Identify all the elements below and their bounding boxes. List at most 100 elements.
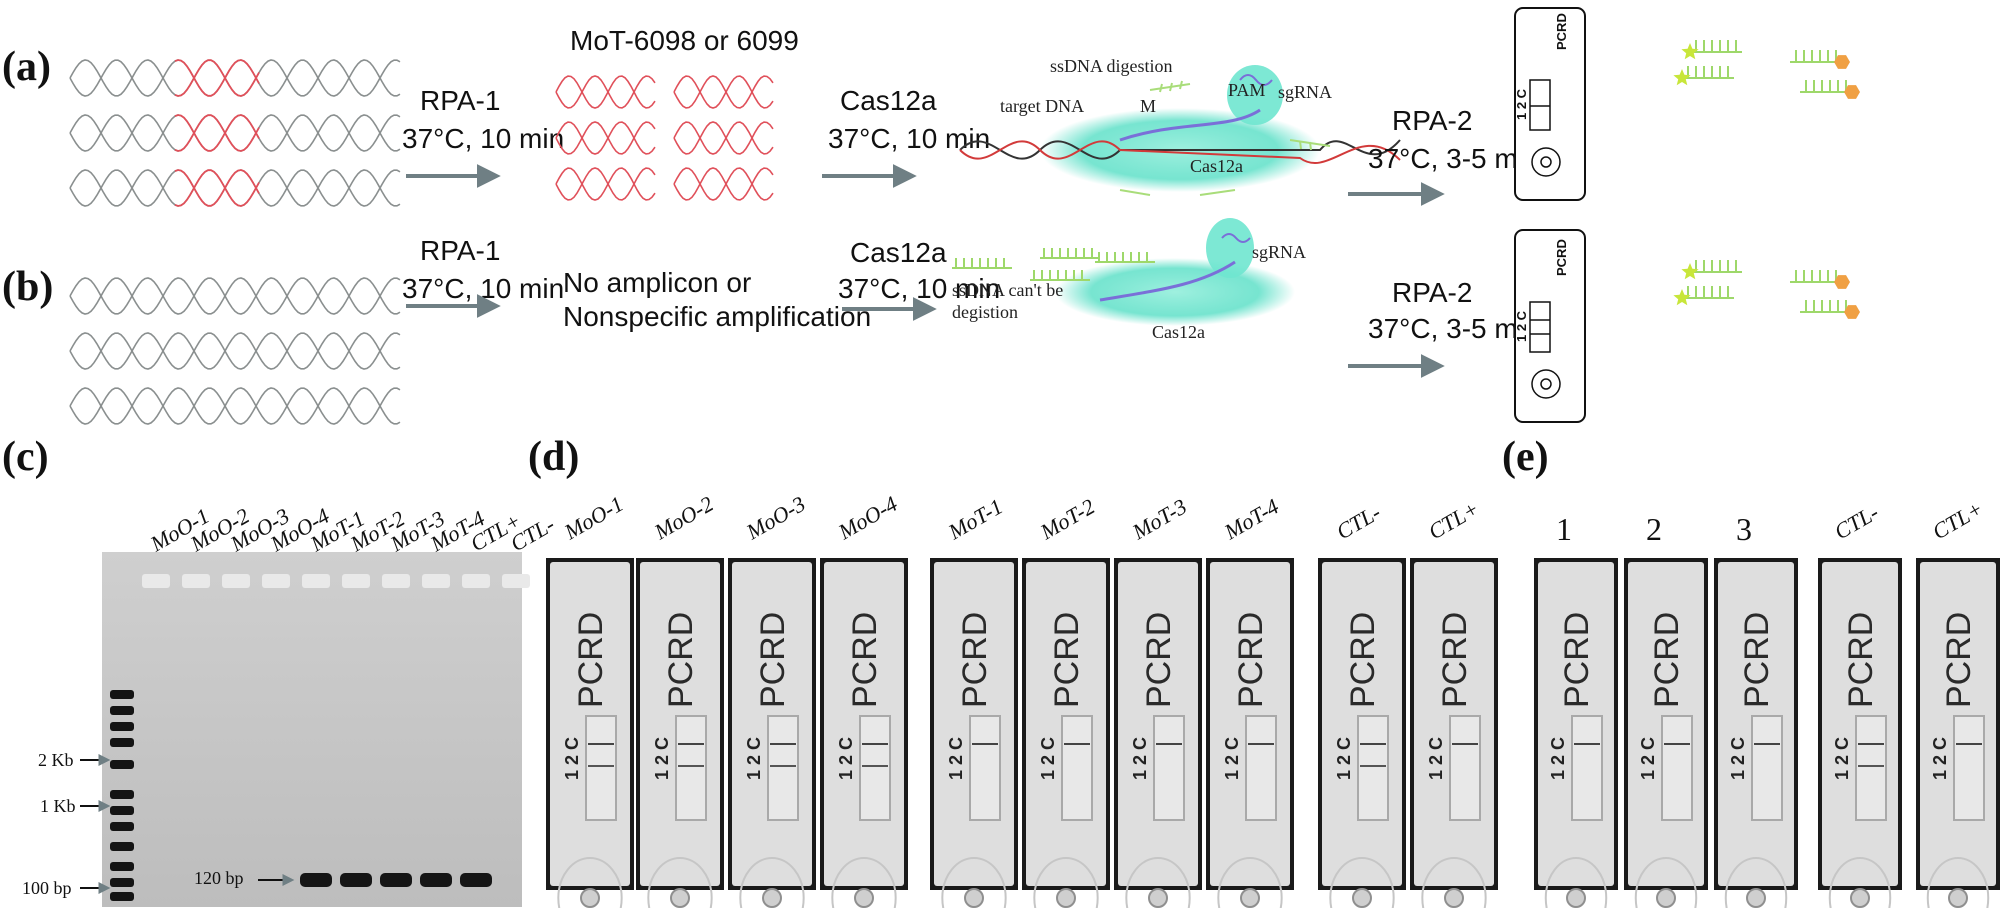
strip-sample-pad xyxy=(1421,857,1487,908)
panel-a-target-dna-label: target DNA xyxy=(1000,96,1084,116)
gel-well xyxy=(422,574,450,588)
amplicon-strand xyxy=(555,75,656,109)
amplicon-strand xyxy=(555,121,656,155)
strip-window xyxy=(1245,715,1277,821)
panel-a-sgrna-strand xyxy=(1119,108,1261,142)
strip-sample-pad xyxy=(739,857,805,908)
gel-band xyxy=(380,873,412,887)
strip-line-labels: 1 2 C xyxy=(1038,737,1058,780)
strip-sample-well xyxy=(580,888,600,908)
amplicon-strand xyxy=(673,121,774,155)
strip-window xyxy=(1357,715,1389,821)
gel-band xyxy=(460,873,492,887)
panel-c-label: (c) xyxy=(2,434,49,480)
panel-b-mini-strip: PCRD 1 2 C xyxy=(1514,229,1586,423)
strip-sample-well xyxy=(1656,888,1676,908)
gel-band xyxy=(300,873,332,887)
ladder-band xyxy=(110,690,134,699)
panel-b-rpa2-conditions: 37°C, 3-5 min xyxy=(1368,313,1540,344)
ladder-band xyxy=(110,878,134,887)
strip-brand: PCRD xyxy=(1344,612,1382,708)
helix-strand xyxy=(69,332,401,370)
gel-band xyxy=(340,873,372,887)
panel-b-ssdna-line-1: ssDNA can't be xyxy=(952,280,1063,300)
panel-b-cas12a-label: Cas12a xyxy=(1152,322,1205,342)
panel-b-sgrna-hairpin xyxy=(1221,233,1251,243)
strip-sample-well xyxy=(964,888,984,908)
strip-window xyxy=(1061,715,1093,821)
strip-line-labels: 1 2 C xyxy=(1638,737,1658,780)
strip-line-labels: 1 2 C xyxy=(652,737,672,780)
strip-brand: PCRD xyxy=(1048,612,1086,708)
strip-line-labels: 1 2 C xyxy=(1222,737,1242,780)
panel-a-sgrna-hairpin xyxy=(1239,74,1273,86)
strip-label: MoO-1 xyxy=(559,491,627,545)
strip-brand: PCRD xyxy=(1842,612,1880,708)
strip-sample-pad xyxy=(1828,857,1892,908)
strip-label: MoT-1 xyxy=(943,494,1007,545)
strip-label: MoT-2 xyxy=(1035,494,1099,545)
strip-brand: PCRD xyxy=(1648,612,1686,708)
strip-sample-pad xyxy=(1033,857,1099,908)
panel-a-cas-name: Cas12a xyxy=(840,85,937,116)
strip-sample-pad xyxy=(647,857,713,908)
amplicon-strand xyxy=(673,167,774,201)
gel-image xyxy=(102,552,522,907)
panel-a-cas12a-label: Cas12a xyxy=(1190,156,1243,176)
marker-1kb: 1 Kb xyxy=(40,796,76,816)
gel-well xyxy=(142,574,170,588)
panel-a-rpa1-conditions: 37°C, 10 min xyxy=(402,123,564,154)
panel-a-reporters xyxy=(1673,40,1860,99)
strip-sample-pad xyxy=(1724,857,1788,908)
strip-label: CTL+ xyxy=(1928,496,1987,545)
strip-sample-well xyxy=(854,888,874,908)
panel-b-reporters xyxy=(1673,260,1860,319)
strip-sample-pad xyxy=(1217,857,1283,908)
strip-line-labels: 1 2 C xyxy=(1930,737,1950,780)
target-region-strand xyxy=(174,114,260,152)
panel-b-strip-brand: PCRD xyxy=(1554,239,1569,276)
ladder-band xyxy=(110,892,134,901)
strip-brand: PCRD xyxy=(1436,612,1474,708)
helix-strand xyxy=(69,277,401,315)
strip-brand: PCRD xyxy=(1232,612,1270,708)
strip-line-labels: 1 2 C xyxy=(836,737,856,780)
gel-well xyxy=(382,574,410,588)
target-region-strand xyxy=(174,169,260,207)
panel-a-sgrna-label: sgRNA xyxy=(1278,82,1332,102)
strip-window xyxy=(1571,715,1603,821)
helix-strand xyxy=(69,114,401,152)
panel-b-strip-lines: 1 2 C xyxy=(1514,310,1529,342)
ladder-band xyxy=(110,722,134,731)
panel-e-label: (e) xyxy=(1502,434,1549,480)
panel-a-cas12a-complex: ssDNA digestion target DNA M PAM sgRNA C… xyxy=(959,56,1401,196)
strip-window xyxy=(859,715,891,821)
helix-strand xyxy=(69,387,401,425)
ladder-band xyxy=(110,790,134,799)
panel-b-intact-reporters xyxy=(952,248,1155,281)
panel-a-target-dna-strand-2 xyxy=(959,140,1401,164)
fluorophore-icon xyxy=(1681,263,1699,280)
strip-window xyxy=(1855,715,1887,821)
strip-sample-well xyxy=(1444,888,1464,908)
panel-b-rpa2-name: RPA-2 xyxy=(1392,277,1472,308)
strip-sample-well xyxy=(1566,888,1586,908)
panel-a-rpa2-conditions: 37°C, 3-5 min xyxy=(1368,143,1540,174)
strip-brand: PCRD xyxy=(662,612,700,708)
strip-sample-well xyxy=(1352,888,1372,908)
strip-window xyxy=(1751,715,1783,821)
fluorophore-icon xyxy=(1681,43,1699,60)
ladder-band xyxy=(110,806,134,815)
quencher-icon xyxy=(1834,55,1850,69)
strip-sample-pad xyxy=(1329,857,1395,908)
ladder-band xyxy=(110,842,134,851)
panel-a-template-dna xyxy=(69,59,401,207)
strip-sample-well xyxy=(1240,888,1260,908)
strip-label: 2 xyxy=(1646,511,1662,547)
strip-window xyxy=(585,715,617,821)
strip-label: MoO-3 xyxy=(741,491,809,545)
target-region-strand xyxy=(174,169,260,207)
strip-sample-well xyxy=(1056,888,1076,908)
strip-sample-well xyxy=(1148,888,1168,908)
